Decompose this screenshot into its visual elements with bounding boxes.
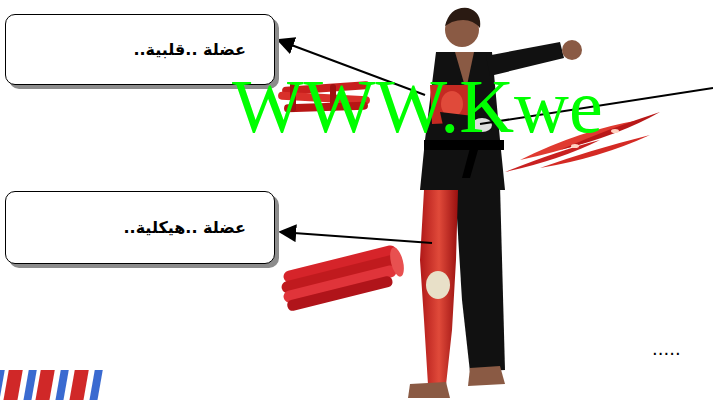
fill-in-blank: ..... — [652, 340, 681, 358]
foot — [408, 382, 450, 398]
label-box: عضلة ..هيكلية.. — [5, 191, 275, 264]
stripe — [35, 370, 54, 400]
pants — [455, 185, 505, 372]
fist — [562, 40, 582, 60]
hair — [445, 8, 480, 28]
muscle-type-text: عضلة ..هيكلية.. — [123, 218, 246, 237]
foot — [468, 366, 505, 386]
stripe — [89, 370, 102, 400]
skeletal-muscle-illustration — [280, 244, 406, 312]
muscle-fiber — [286, 275, 393, 312]
watermark: WWW.Kwe — [232, 68, 603, 144]
stripe — [55, 370, 68, 400]
leg-muscles — [420, 190, 458, 385]
muscle-type-text: عضلة ..قلبية.. — [133, 40, 246, 59]
cell-nucleus — [571, 144, 579, 148]
knee-joint — [426, 271, 450, 299]
stripe — [69, 370, 88, 400]
striped-fragment — [0, 370, 103, 400]
stripe — [0, 370, 5, 400]
leader-line — [280, 232, 432, 243]
stripe — [3, 370, 22, 400]
belt-tail — [462, 148, 478, 178]
cell-nucleus — [611, 129, 619, 133]
fiber-end — [388, 246, 407, 278]
stripe — [23, 370, 36, 400]
karate-girl — [408, 8, 582, 398]
